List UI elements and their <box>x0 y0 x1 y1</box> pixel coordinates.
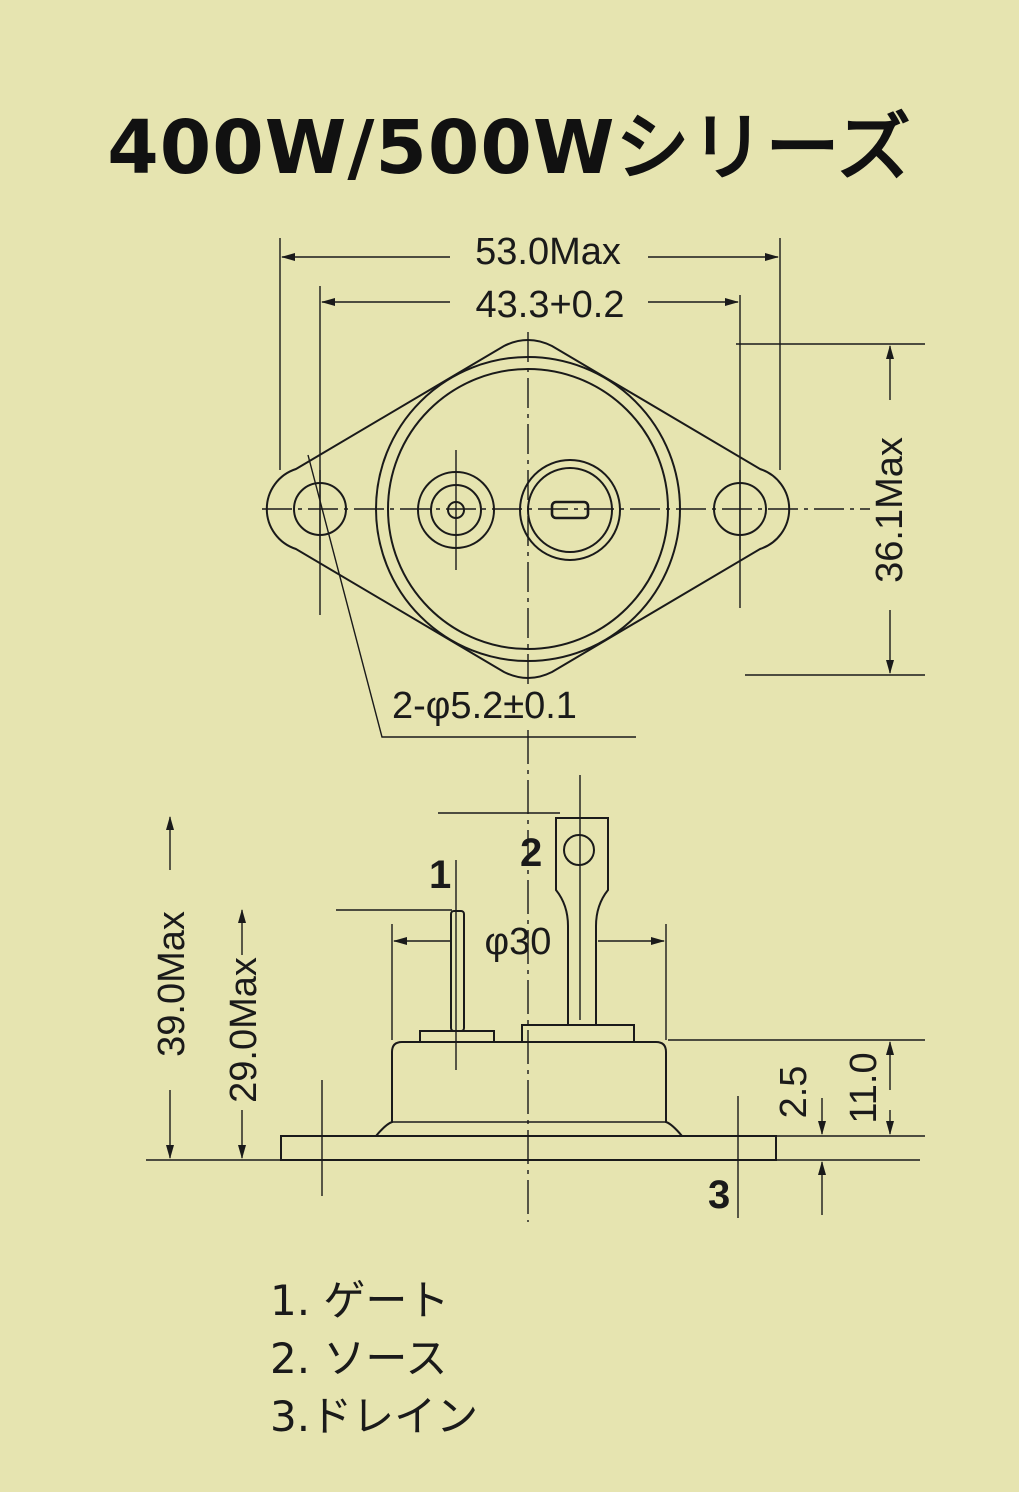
source-terminal-outer <box>519 459 621 561</box>
dim-hole: 2-φ5.2±0.1 <box>392 685 577 727</box>
gate-pin-base <box>419 1030 495 1043</box>
pin-1-label: 1 <box>429 853 451 897</box>
dim-total-height: 39.0Max <box>151 911 193 1057</box>
source-terminal-lead <box>555 817 609 1025</box>
source-terminal-hole <box>563 834 595 866</box>
flange-outline <box>265 339 791 679</box>
legend-item-source: 2. ソース <box>270 1334 448 1383</box>
side-view: 1 2 3 φ30 39.0Max 29.0Max 11.0 2.5 <box>146 730 925 1222</box>
page-title: 400W/500Wシリーズ <box>107 105 912 191</box>
dim-height: 36.1Max <box>869 437 911 583</box>
hole-leader-line <box>307 454 636 738</box>
gate-pin <box>450 910 465 1032</box>
dim-diameter: φ30 <box>485 921 552 963</box>
dim-flange: 2.5 <box>773 1066 815 1119</box>
pin-3-label: 3 <box>708 1173 730 1217</box>
pin-legend: 1. ゲート 2. ソース 3.ドレイン <box>270 1272 478 1446</box>
pin-2-label: 2 <box>520 831 542 875</box>
dim-overall-width: 53.0Max <box>475 231 621 273</box>
dim-hole-pitch: 43.3+0.2 <box>476 284 625 326</box>
legend-item-drain: 3.ドレイン <box>270 1392 479 1441</box>
source-terminal-base <box>521 1024 635 1043</box>
dim-base: 11.0 <box>843 1052 885 1123</box>
dim-body-height: 29.0Max <box>223 957 265 1103</box>
legend-item-gate: 1. ゲート <box>270 1276 450 1325</box>
source-terminal-inner <box>527 467 613 553</box>
source-terminal-tab <box>550 500 590 520</box>
top-view: 53.0Max 43.3+0.2 36.1Max 2-φ5.2±0.1 <box>262 231 925 738</box>
